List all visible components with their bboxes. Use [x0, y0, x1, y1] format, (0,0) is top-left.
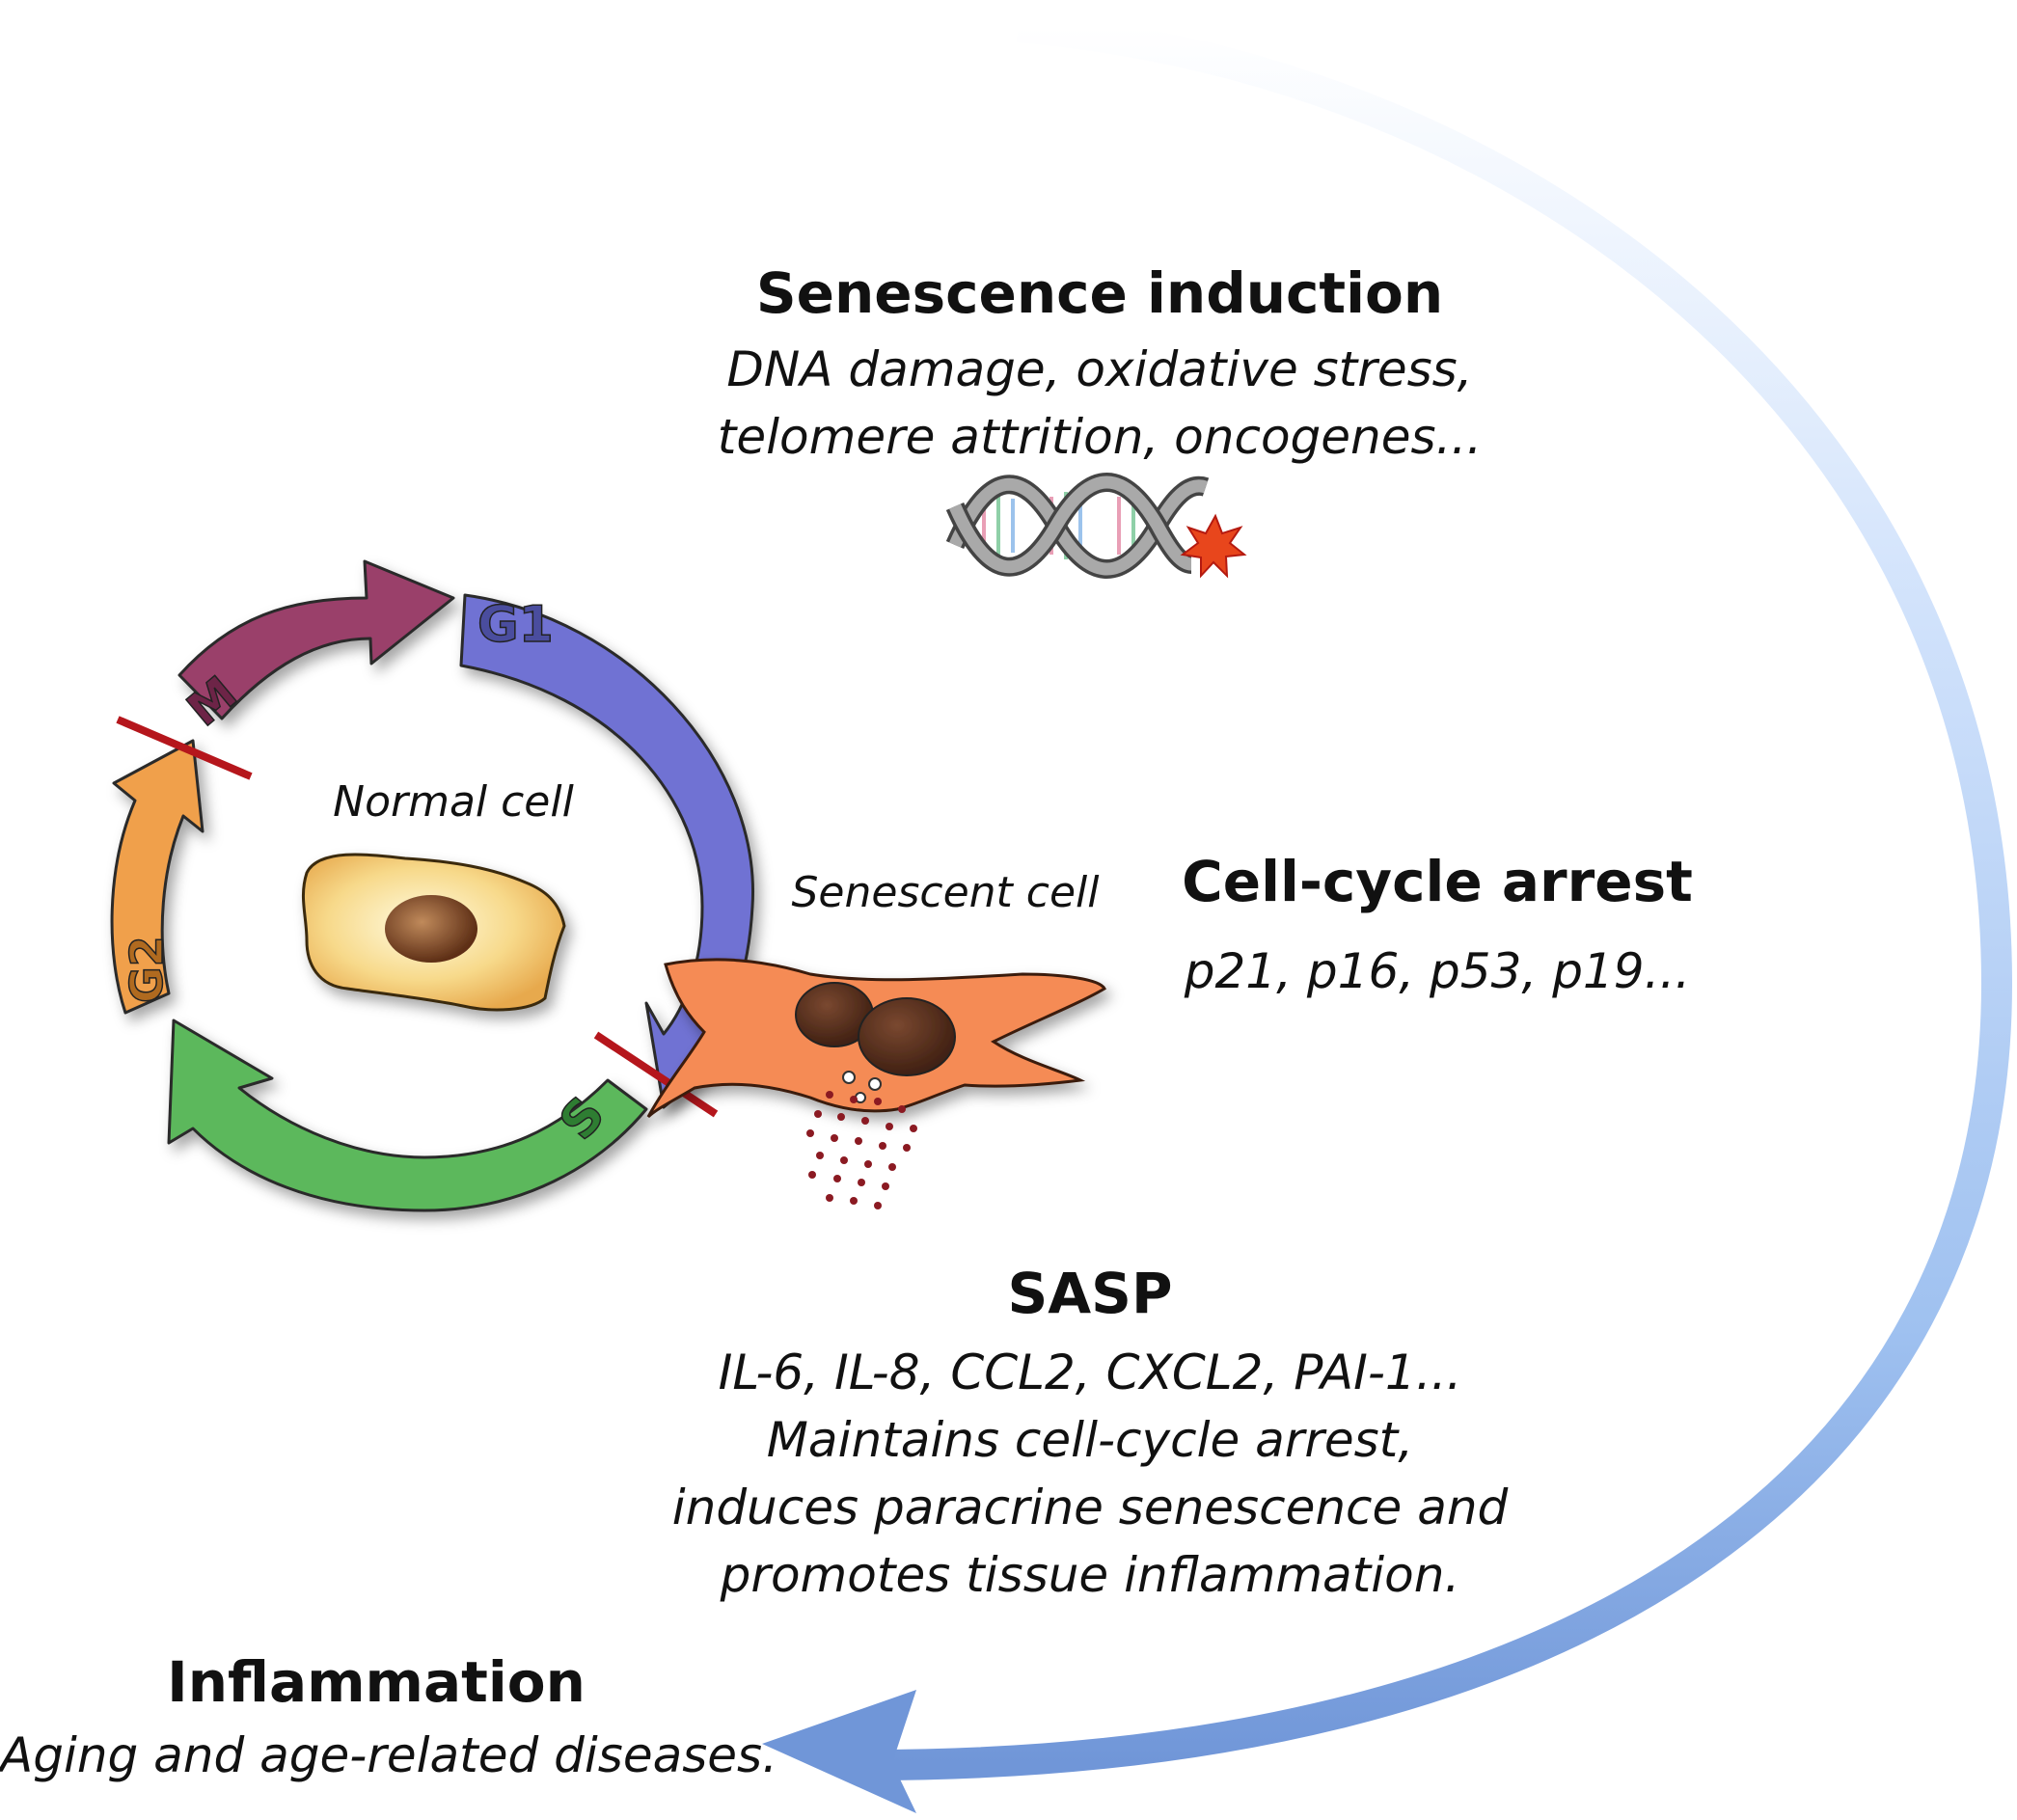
induction-line-2: telomere attrition, oncogenes...: [717, 409, 1483, 465]
senescent-nucleus-2: [858, 997, 956, 1076]
arrest-line-1: p21, p16, p53, p19...: [1184, 943, 1691, 999]
sasp-line-3: induces paracrine senescence and: [671, 1480, 1509, 1535]
normal-cell-label: Normal cell: [333, 777, 574, 827]
m-phase-arrow: [177, 559, 455, 720]
normal-cell-nucleus: [385, 895, 477, 963]
dna-damage-icon: [945, 473, 1247, 579]
feedback-arrow-head: [762, 1690, 916, 1813]
sasp-title: SASP: [1007, 1261, 1173, 1326]
senescent-cell-label: Senescent cell: [791, 868, 1100, 917]
g2-m-block-line: [116, 716, 253, 780]
normal-cell: [301, 853, 566, 1012]
inflammation-line-1: Aging and age-related diseases.: [0, 1727, 777, 1783]
inflammation-title: Inflammation: [167, 1649, 586, 1715]
phase-label-g1: G1: [477, 596, 554, 654]
sasp-line-1: IL-6, IL-8, CCL2, CXCL2, PAI-1...: [718, 1345, 1462, 1400]
s-phase-arrow: [167, 1019, 648, 1212]
g2-phase-arrow: [110, 739, 204, 1015]
damage-star-icon: [1180, 513, 1247, 579]
induction-line-1: DNA damage, oxidative stress,: [726, 341, 1473, 397]
arrest-title: Cell-cycle arrest: [1182, 849, 1693, 914]
sasp-secretion-dots: [806, 1091, 917, 1209]
phase-label-g2: G2: [121, 936, 173, 1003]
feedback-arc: [867, 12, 2013, 1780]
sasp-line-4: promotes tissue inflammation.: [720, 1547, 1460, 1603]
g1-s-block-line: [593, 1031, 719, 1118]
cell-cycle: [110, 559, 754, 1212]
senescent-cell: [646, 958, 1106, 1119]
sasp-line-2: Maintains cell-cycle arrest,: [766, 1412, 1414, 1468]
induction-title: Senescence induction: [755, 260, 1444, 326]
